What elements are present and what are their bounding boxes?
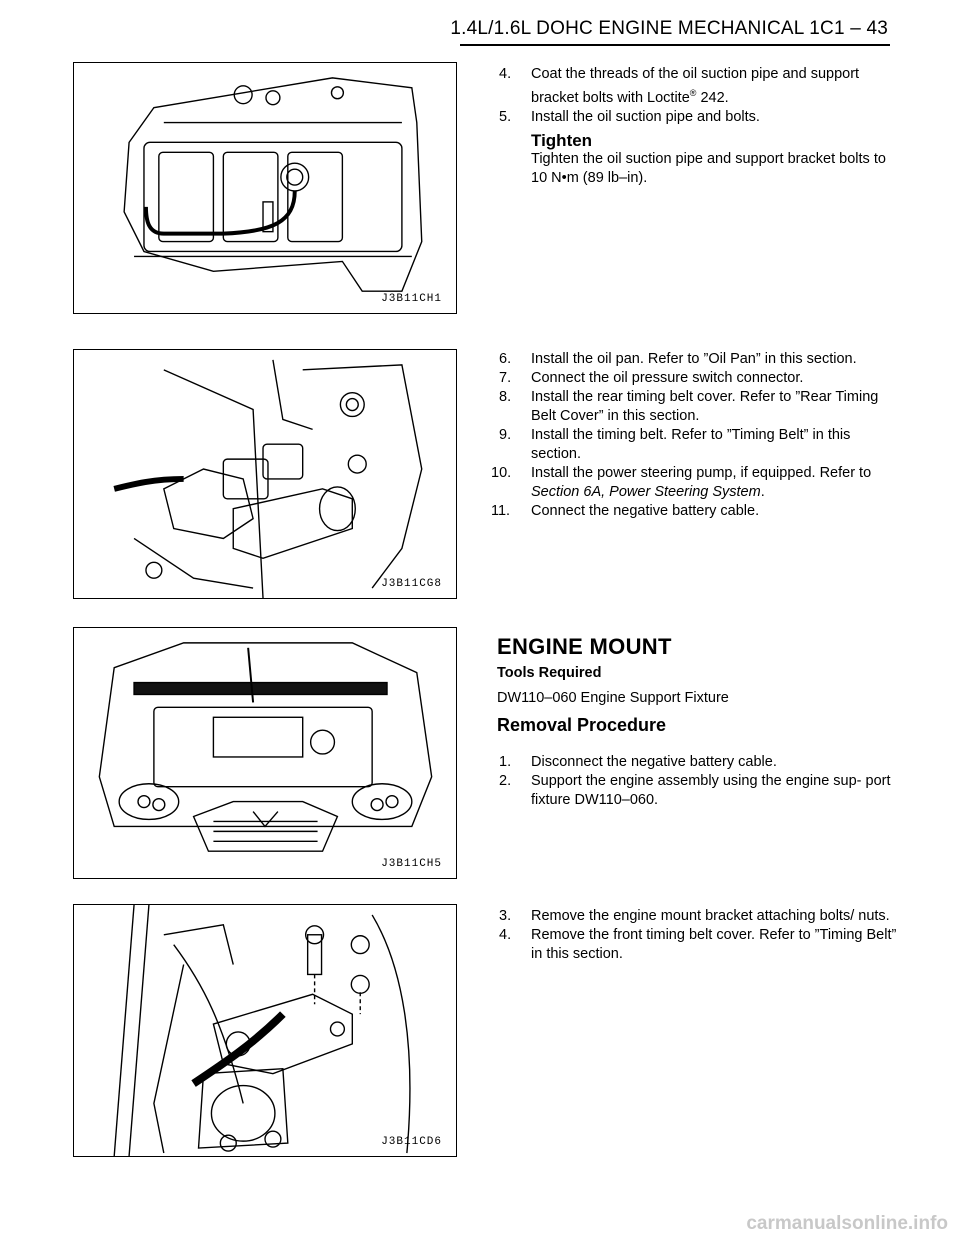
removal-step-2: 2. Support the engine assembly using the… — [497, 772, 897, 810]
oil-suction-pipe-illustration — [123, 77, 423, 292]
step-number: 5. — [499, 108, 512, 125]
step-text: Connect the oil pressure switch connecto… — [531, 370, 804, 386]
step-5: 5. Install the oil suction pipe and bolt… — [497, 108, 897, 127]
step-number: 8. — [499, 389, 512, 405]
figure-oil-suction-pipe: J3B11CH1 — [73, 62, 457, 314]
section-removal-continued: 3. Remove the engine mount bracket attac… — [497, 907, 897, 964]
step-text: Install the timing belt. Refer to ”Timin… — [531, 427, 851, 462]
removal-step-1: 1. Disconnect the negative battery cable… — [497, 753, 897, 772]
step-6: 6. Install the oil pan. Refer to ”Oil Pa… — [497, 350, 897, 369]
removal-procedure-title: Removal Procedure — [497, 715, 667, 735]
tools-required-label: Tools Required — [497, 665, 602, 681]
figure-id: J3B11CH1 — [381, 293, 442, 305]
engine-mount-bracket-illustration — [113, 905, 411, 1156]
step-number: 7. — [499, 370, 512, 386]
header-rule — [460, 44, 890, 46]
step-number: 2. — [499, 773, 512, 789]
section-title: ENGINE MOUNT — [497, 634, 672, 659]
step-text: Support the engine assembly using the en… — [531, 773, 891, 808]
page-title: 1.4L/1.6L DOHC ENGINE MECHANICAL 1C1 – 4… — [450, 18, 888, 39]
step-text-reference: Section 6A, Power Steering System — [531, 484, 761, 500]
tools-required-text: DW110–060 Engine Support Fixture — [497, 690, 729, 706]
section-oil-suction-install: 4. Coat the threads of the oil suction p… — [497, 65, 897, 188]
step-number: 10. — [491, 465, 512, 481]
tighten-heading: Tighten — [531, 130, 593, 150]
step-text: Install the oil pan. Refer to ”Oil Pan” … — [531, 351, 857, 367]
watermark: carmanualsonline.info — [746, 1213, 948, 1234]
tighten-text: Tighten the oil suction pipe and support… — [531, 150, 886, 186]
step-number: 11. — [491, 503, 511, 519]
step-text: Install the power steering pump, if equi… — [531, 465, 872, 481]
section-install-steps: 6. Install the oil pan. Refer to ”Oil Pa… — [491, 350, 897, 521]
step-text: Install the rear timing belt cover. Refe… — [531, 389, 879, 424]
section-engine-mount: ENGINE MOUNT Tools Required DW110–060 En… — [497, 634, 897, 810]
page-header: 1.4L/1.6L DOHC ENGINE MECHANICAL 1C1 – 4… — [0, 0, 960, 50]
step-text: Connect the negative battery cable. — [531, 503, 760, 519]
step-8: 8. Install the rear timing belt cover. R… — [497, 388, 897, 426]
step-text-tail: 242. — [696, 89, 729, 106]
step-number: 4. — [499, 927, 512, 943]
removal-step-4: 4. Remove the front timing belt cover. R… — [497, 926, 897, 964]
engine-support-fixture-illustration — [98, 642, 433, 852]
step-11: 11. Connect the negative battery cable. — [491, 502, 897, 521]
step-text: Remove the engine mount bracket attachin… — [531, 908, 890, 924]
step-text: Coat the threads of the oil suction pipe… — [531, 66, 860, 106]
step-4: 4. Coat the threads of the oil suction p… — [497, 65, 897, 108]
step-number: 9. — [499, 427, 512, 443]
step-9: 9. Install the timing belt. Refer to ”Ti… — [497, 426, 897, 464]
oil-pressure-switch-illustration — [113, 359, 423, 598]
figure-engine-support-fixture: J3B11CH5 — [73, 627, 457, 879]
figure-id: J3B11CH5 — [381, 858, 442, 870]
step-text-tail: . — [760, 484, 765, 500]
step-text: Remove the front timing belt cover. Refe… — [531, 927, 897, 962]
step-number: 3. — [499, 908, 512, 924]
step-number: 1. — [499, 754, 512, 770]
figure-id: J3B11CG8 — [381, 578, 442, 590]
step-text: Disconnect the negative battery cable. — [531, 754, 777, 770]
step-number: 4. — [499, 66, 512, 82]
figure-oil-pressure-switch: J3B11CG8 — [73, 349, 457, 599]
step-number: 6. — [499, 351, 512, 367]
registered-mark: ® — [689, 88, 697, 98]
figure-engine-mount-bracket: J3B11CD6 — [73, 904, 457, 1157]
removal-step-3: 3. Remove the engine mount bracket attac… — [497, 907, 897, 926]
step-text: Install the oil suction pipe and bolts. — [531, 108, 760, 125]
step-10: 10. Install the power steering pump, if … — [491, 464, 897, 502]
step-7: 7. Connect the oil pressure switch conne… — [497, 369, 897, 388]
figure-id: J3B11CD6 — [381, 1136, 442, 1148]
